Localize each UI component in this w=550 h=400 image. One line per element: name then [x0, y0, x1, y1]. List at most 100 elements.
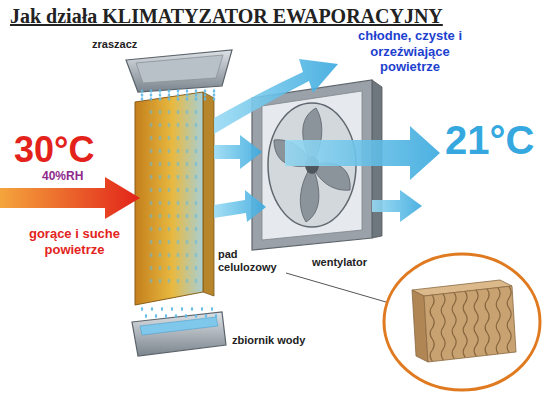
temperature-value: 21°C	[445, 120, 534, 160]
water-droplet	[195, 227, 198, 231]
water-droplet	[177, 175, 180, 179]
water-droplet	[168, 227, 171, 231]
water-droplet	[168, 266, 171, 270]
water-droplet	[186, 240, 189, 244]
water-droplet	[145, 314, 147, 318]
water-droplet	[195, 136, 198, 140]
water-droplet	[150, 253, 153, 257]
water-droplet	[159, 162, 162, 166]
cardboard-flute	[441, 294, 445, 360]
water-droplet	[204, 93, 207, 97]
water-droplet	[213, 97, 216, 101]
water-droplet	[159, 93, 162, 97]
water-droplet	[177, 162, 180, 166]
water-droplet	[150, 227, 153, 231]
water-droplet	[195, 240, 198, 244]
water-droplet	[186, 136, 189, 140]
water-droplet	[186, 279, 189, 283]
water-droplet	[195, 253, 198, 257]
water-droplet	[159, 136, 162, 140]
water-droplet	[159, 201, 162, 205]
water-droplet	[186, 175, 189, 179]
part-label: zbiornik wody	[232, 334, 305, 347]
water-droplet	[201, 307, 203, 311]
cardboard-front	[424, 286, 516, 362]
water-droplet	[211, 307, 213, 311]
air-description: chłodne, czyste i orzeźwiające powietrze	[345, 28, 475, 75]
water-droplet	[150, 93, 153, 97]
cool-air-arrow	[372, 190, 422, 222]
humidity-value: 40%RH	[42, 170, 83, 183]
water-droplet	[191, 307, 193, 311]
water-droplet	[213, 93, 216, 97]
cardboard-flute	[474, 290, 478, 356]
water-droplet	[150, 110, 153, 114]
water-tank	[132, 312, 226, 356]
water-droplet	[186, 214, 189, 218]
water-droplet	[159, 149, 162, 153]
water-droplet	[195, 123, 198, 127]
water-droplet	[168, 97, 171, 101]
water-droplet	[141, 97, 144, 101]
water-droplet	[195, 175, 198, 179]
water-droplet	[186, 93, 189, 97]
part-label: wentylator	[312, 256, 367, 269]
water-droplet	[177, 110, 180, 114]
cardboard-flute	[452, 293, 456, 359]
water-droplet	[141, 89, 144, 93]
water-droplet	[159, 110, 162, 114]
water-droplet	[204, 89, 207, 93]
water-droplet	[195, 110, 198, 114]
water-droplet	[141, 307, 143, 311]
water-droplet	[159, 266, 162, 270]
water-droplet	[177, 266, 180, 270]
water-droplet	[151, 307, 153, 311]
water-droplet	[186, 110, 189, 114]
water-droplet	[168, 201, 171, 205]
part-label: zraszacz	[92, 38, 137, 51]
water-droplet	[177, 240, 180, 244]
water-droplet	[168, 214, 171, 218]
water-droplet	[195, 266, 198, 270]
water-droplet	[195, 188, 198, 192]
water-droplet	[165, 314, 167, 318]
water-droplet	[177, 93, 180, 97]
cardboard-flute	[496, 288, 500, 354]
water-droplet	[159, 279, 162, 283]
water-droplet	[181, 307, 183, 311]
water-droplet	[195, 93, 198, 97]
water-droplet	[159, 188, 162, 192]
water-droplet	[159, 97, 162, 101]
water-droplet	[195, 162, 198, 166]
water-droplet	[186, 227, 189, 231]
water-droplet	[168, 149, 171, 153]
water-droplet	[204, 97, 207, 101]
water-droplet	[150, 279, 153, 283]
water-droplets	[141, 89, 218, 318]
water-droplet	[186, 266, 189, 270]
water-droplet	[195, 97, 198, 101]
water-droplet	[171, 307, 173, 311]
water-droplet	[150, 240, 153, 244]
cardboard-flute	[430, 295, 434, 361]
water-droplet	[150, 214, 153, 218]
water-droplet	[186, 162, 189, 166]
water-droplet	[168, 123, 171, 127]
title: Jak działa KLIMATYZATOR EWAPORACYJNY	[10, 4, 443, 28]
tank-water	[140, 317, 218, 335]
cardboard-flutes	[430, 287, 511, 361]
water-droplet	[195, 214, 198, 218]
water-droplet	[150, 97, 153, 101]
water-droplet	[161, 307, 163, 311]
water-droplet	[168, 110, 171, 114]
water-droplet	[177, 188, 180, 192]
water-droplet	[150, 123, 153, 127]
water-droplet	[150, 162, 153, 166]
part-label: pad celulozowy	[218, 248, 290, 274]
water-droplet	[195, 314, 197, 318]
water-droplet	[177, 149, 180, 153]
water-droplet	[195, 201, 198, 205]
water-droplet	[195, 89, 198, 93]
water-droplet	[195, 279, 198, 283]
